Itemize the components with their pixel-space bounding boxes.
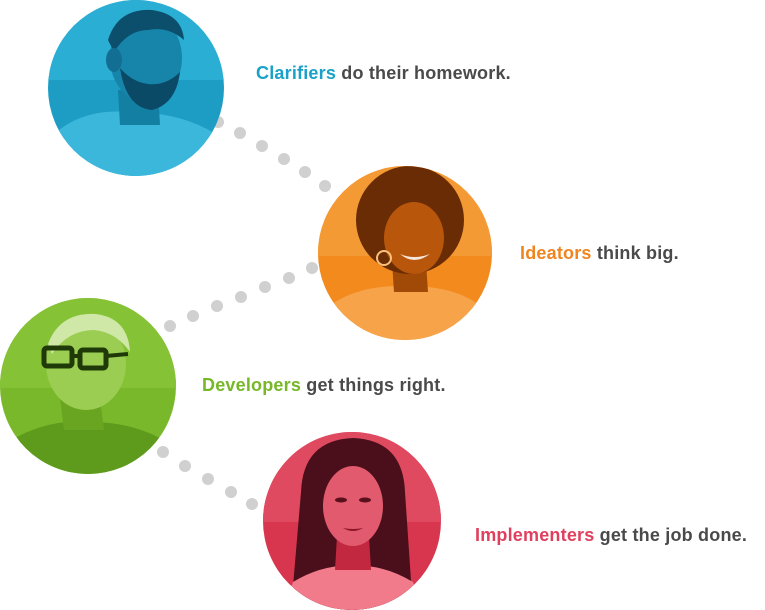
ideators-description: think big. <box>591 243 679 263</box>
connector-dot <box>306 262 318 274</box>
connector-dot <box>259 281 271 293</box>
person-portrait-icon <box>318 166 492 340</box>
clarifiers-description: do their homework. <box>336 63 511 83</box>
developers-description: get things right. <box>301 375 446 395</box>
implementers-description: get the job done. <box>594 525 748 545</box>
connector-dot <box>157 446 169 458</box>
clarifiers-role: Clarifiers <box>256 63 337 83</box>
implementers-role: Implementers <box>475 525 595 545</box>
developers-role: Developers <box>202 375 302 395</box>
connector-dot <box>187 310 199 322</box>
ideator-portrait <box>318 166 492 340</box>
connector-dot <box>256 140 268 152</box>
connector-dot <box>246 498 258 510</box>
connector-dot <box>319 180 331 192</box>
connector-dot <box>283 272 295 284</box>
person-portrait-icon <box>48 0 224 176</box>
developer-portrait <box>0 298 176 474</box>
connector-dot <box>278 153 290 165</box>
connector-dot <box>211 300 223 312</box>
connector-dot <box>179 460 191 472</box>
implementer-portrait <box>263 432 441 610</box>
connector-dot <box>202 473 214 485</box>
implementers-caption: Implementers get the job done. <box>475 525 747 546</box>
clarifiers-caption: Clarifiers do their homework. <box>256 63 511 84</box>
connector-dot <box>164 320 176 332</box>
connector-dot <box>299 166 311 178</box>
ideators-caption: Ideators think big. <box>520 243 679 264</box>
clarifier-portrait <box>48 0 224 176</box>
connector-dot <box>235 291 247 303</box>
person-portrait-icon <box>0 298 176 474</box>
connector-dot <box>234 127 246 139</box>
ideators-role: Ideators <box>520 243 592 263</box>
person-portrait-icon <box>263 432 441 610</box>
connector-dot <box>225 486 237 498</box>
developers-caption: Developers get things right. <box>202 375 446 396</box>
